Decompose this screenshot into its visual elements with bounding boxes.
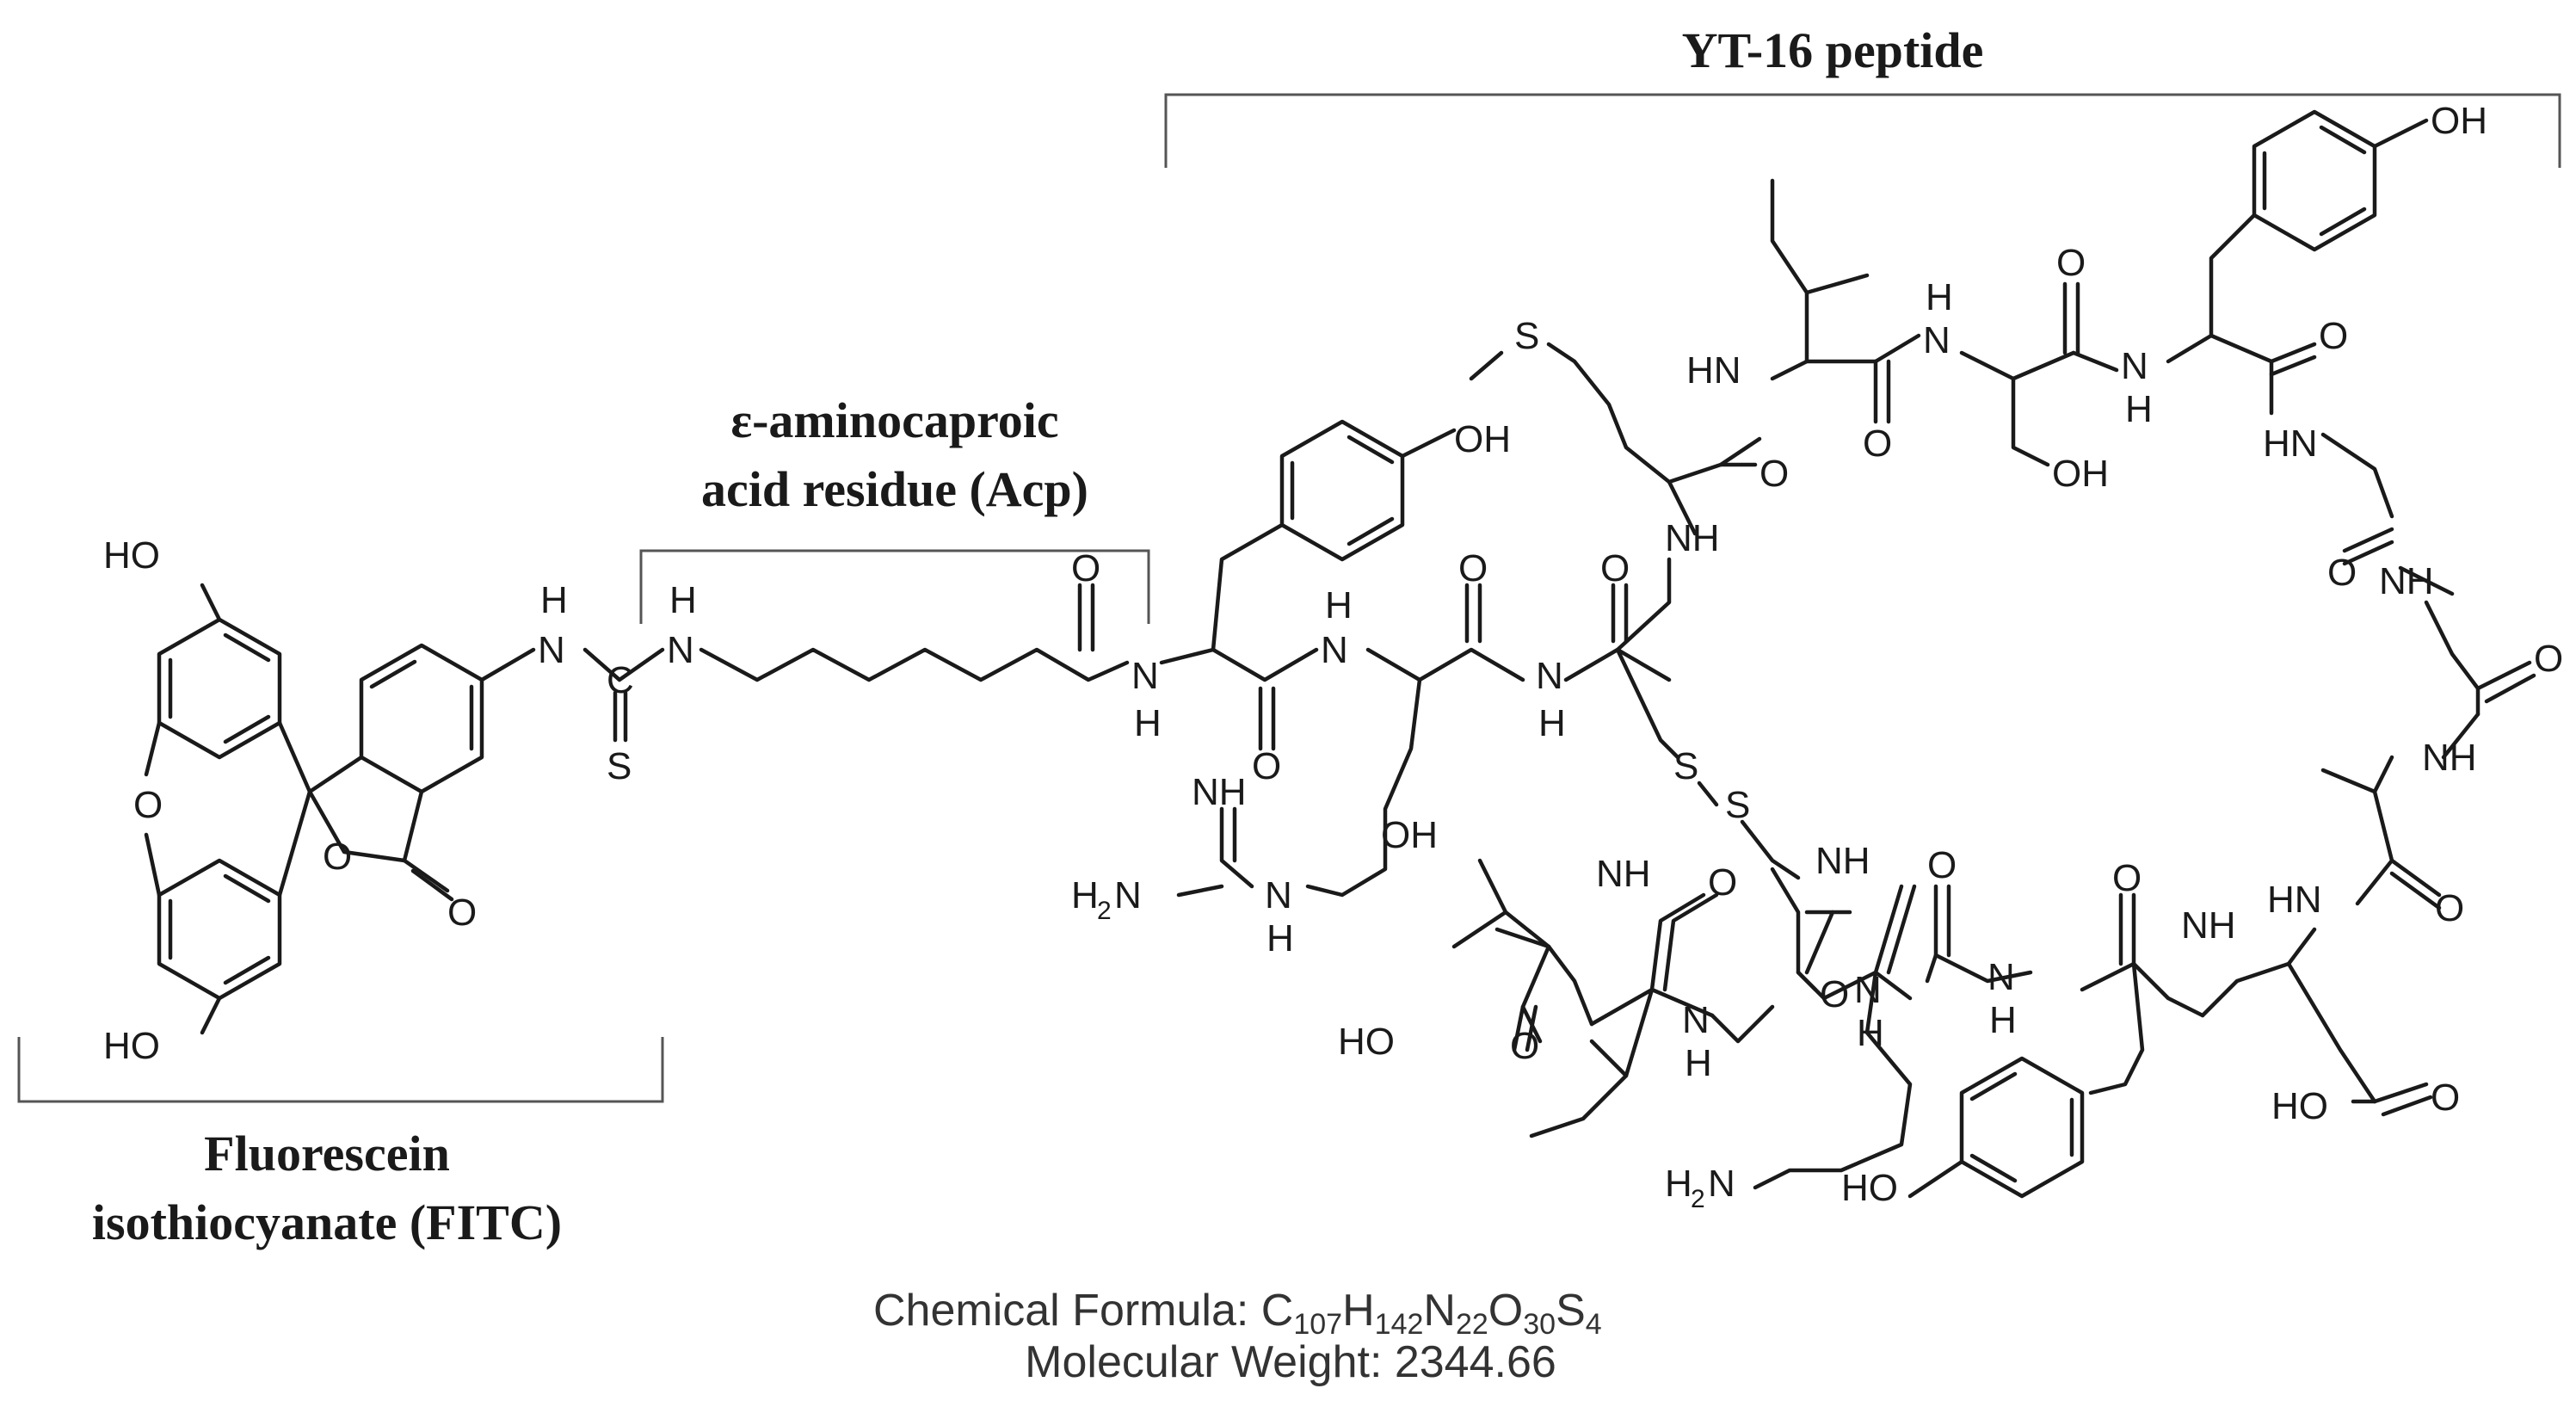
atom-o-ala: O	[2435, 887, 2464, 929]
atom-n-arg: N	[1321, 629, 1348, 671]
atom-hn-ile: HN	[1686, 349, 1741, 392]
atom-nh-fitc: N	[538, 629, 565, 671]
atom-o-asp: O	[2431, 1077, 2460, 1119]
atom-o-lactone: O	[323, 836, 352, 878]
atom-n-ile2: N	[1682, 999, 1710, 1041]
atom-h2n-lys: H	[1665, 1163, 1692, 1205]
acp-label-line2: acid residue (Acp)	[701, 461, 1088, 517]
atom-nh-cys2: NH	[1815, 840, 1870, 882]
acp-label-line1: ε-aminocaproic	[730, 392, 1058, 448]
atom-o-lys: O	[1927, 844, 1957, 886]
acp-chain	[699, 647, 1130, 682]
atom-o-tyr3: O	[2112, 857, 2142, 899]
atom-o-gly1: O	[2327, 552, 2357, 594]
atom-o-ser: O	[2056, 242, 2086, 284]
atom-nh-ala: NH	[2422, 737, 2477, 779]
atom-o-cys2: O	[1820, 973, 1849, 1015]
atom-h-lys: H	[1857, 1012, 1884, 1054]
atom-o-ile2: O	[1708, 861, 1737, 904]
atom-h-tyr2: H	[2125, 388, 2153, 430]
atom-o-arg: O	[1458, 547, 1488, 589]
fitc-label-line2: isothiocyanate (FITC)	[92, 1194, 562, 1250]
svg-text:Chemical Formula: C107H142N22O: Chemical Formula: C107H142N22O30S4	[873, 1286, 1602, 1341]
ile-thr-structure	[1451, 858, 1719, 1138]
yt16-label: YT-16 peptide	[1682, 22, 1984, 78]
ile-ser-tyr-structure	[1770, 109, 2429, 467]
atom-n-tyr1: N	[1131, 655, 1159, 697]
atom-ho-fitc-top: HO	[103, 534, 160, 577]
atom-oh-thr: OH	[1381, 814, 1438, 856]
atom-hn-asp: HN	[2267, 879, 2322, 921]
acp-bracket	[639, 549, 1150, 624]
atom-h2n-n: N	[1114, 874, 1142, 916]
atom-o-cys1: O	[1600, 547, 1630, 589]
atom-h-arg: H	[1325, 584, 1353, 626]
atom-o-tyr1: O	[1252, 745, 1281, 787]
atom-h2n-lys-sub: 2	[1691, 1185, 1705, 1213]
atom-nh-guan: NH	[1192, 771, 1247, 813]
atom-s1-disulfide: S	[1673, 745, 1698, 787]
atom-h-ile2: H	[1685, 1042, 1712, 1084]
atom-h-guan: H	[1266, 917, 1294, 959]
atom-h2n-sub: 2	[1097, 897, 1112, 925]
atom-o-met: O	[1759, 453, 1789, 495]
atom-o-lactone-carbonyl: O	[447, 892, 477, 934]
atom-n-cys1: N	[1536, 655, 1563, 697]
atom-o-acp: O	[1071, 547, 1100, 589]
atom-h2n-guan: H	[1071, 874, 1099, 916]
atom-ho-fitc-bottom: HO	[103, 1025, 160, 1067]
atom-h-tyr3: H	[1989, 999, 2017, 1041]
atom-nh-asp: NH	[2181, 904, 2236, 947]
atom-ho-tyr3: HO	[1841, 1167, 1898, 1209]
atom-s2-disulfide: S	[1725, 784, 1750, 826]
atom-n-ser: N	[1923, 319, 1950, 361]
atom-h-fitc: H	[540, 579, 568, 621]
fitc-structure	[144, 583, 665, 1035]
atom-nh-acp: N	[667, 629, 694, 671]
fitc-bracket	[17, 1037, 664, 1103]
gly-ala-asp-structure	[2200, 432, 2536, 1117]
atom-nh-ile2: NH	[1596, 853, 1651, 895]
yt16-bracket	[1164, 93, 2561, 168]
formula-line: Chemical Formula: C107H142N22O30S4	[873, 1286, 1602, 1341]
atom-o-gly2: O	[2534, 638, 2563, 680]
fitc-label-line1: Fluorescein	[204, 1126, 450, 1182]
atom-hn-gly1: HN	[2263, 423, 2318, 465]
atom-nh-met: NH	[1665, 517, 1720, 559]
atom-oh-tyr1: OH	[1454, 418, 1511, 460]
atom-c-thiourea: C	[607, 659, 634, 701]
tyr3-lys-cys-structure	[1710, 867, 2205, 1199]
tyr1-arg-structure	[1159, 419, 1525, 898]
atom-h-cys1: H	[1538, 702, 1566, 744]
atom-h-acp: H	[669, 579, 697, 621]
atom-oh-ser: OH	[2052, 453, 2109, 495]
atom-n-guan: N	[1265, 874, 1292, 916]
atom-n-tyr2: N	[2121, 345, 2148, 387]
atom-n-lys: N	[1854, 969, 1882, 1011]
atom-o-tyr2: O	[2319, 315, 2348, 357]
atom-s-met: S	[1514, 315, 1539, 357]
atom-h2n-lys-n: N	[1708, 1163, 1735, 1205]
atom-ho-thr: HO	[1338, 1021, 1395, 1063]
molecular-weight: Molecular Weight: 2344.66	[1025, 1337, 1556, 1387]
atom-h-ser: H	[1926, 276, 1953, 318]
atom-o-thr: O	[1510, 1025, 1539, 1067]
atom-oh-tyr2: OH	[2431, 100, 2487, 142]
atom-o-ile: O	[1863, 423, 1892, 465]
atom-nh-gly2: NH	[2379, 560, 2434, 602]
atom-h-tyr1: H	[1134, 702, 1162, 744]
cys-met-structure	[1469, 342, 1801, 880]
atom-ho-asp: HO	[2271, 1085, 2328, 1127]
atom-n-tyr3: N	[1987, 956, 2015, 998]
atom-o-xanthene: O	[133, 784, 163, 826]
atom-s-thiourea: S	[607, 745, 632, 787]
